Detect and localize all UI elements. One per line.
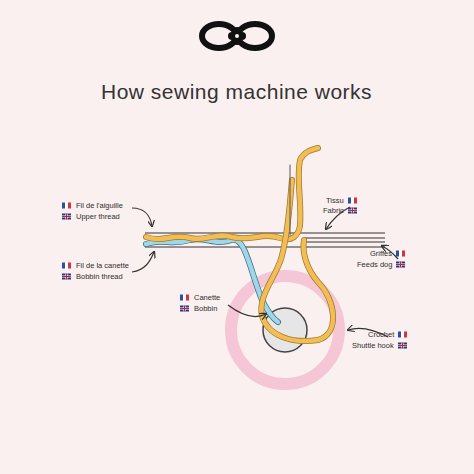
upper-thread xyxy=(146,148,333,341)
bobbin-thread xyxy=(146,239,278,322)
part-label: Shuttle hook xyxy=(352,341,394,350)
part-label: Bobbin xyxy=(194,304,217,313)
part-label: Fil de la canette xyxy=(76,261,129,270)
part-label: Feeds dog xyxy=(357,260,392,269)
leader-lines xyxy=(132,207,398,337)
flags xyxy=(62,198,407,349)
part-label: Fil de l'aiguille xyxy=(76,201,123,210)
part-label: Tissu xyxy=(326,196,344,205)
title: How sewing machine works xyxy=(101,80,372,104)
part-label: Canette xyxy=(194,293,220,302)
part-label: Fabric xyxy=(323,206,344,215)
part-label: Bobbin thread xyxy=(76,272,123,281)
logo xyxy=(202,24,272,48)
part-label: Crochet xyxy=(368,330,394,339)
part-label: Griffes xyxy=(370,249,392,258)
part-label: Upper thread xyxy=(76,212,120,221)
